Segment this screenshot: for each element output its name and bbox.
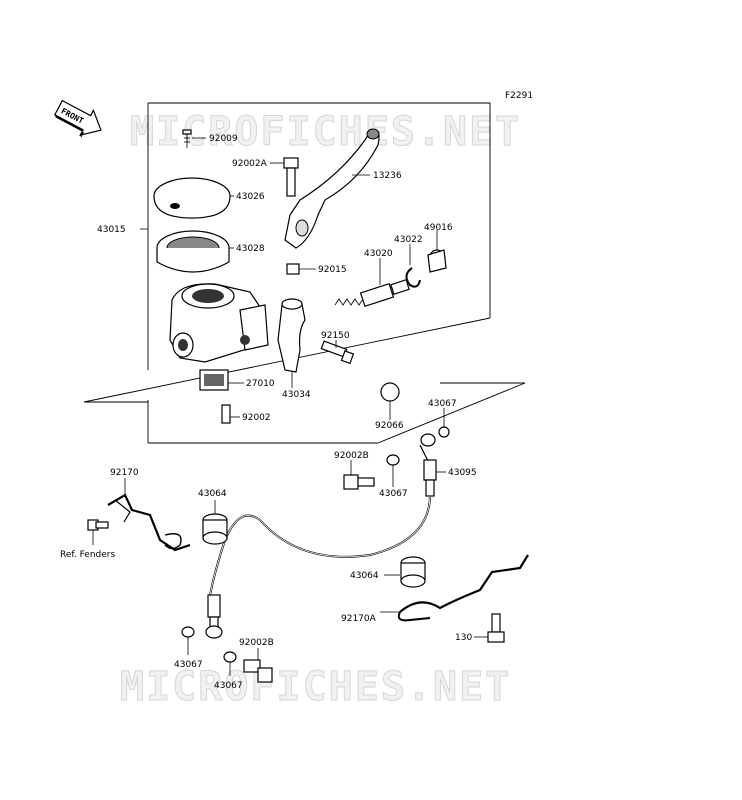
label-43064-upper: 43064	[198, 489, 227, 499]
washer-43067-upper	[438, 408, 450, 438]
label-27010: 27010	[246, 379, 275, 389]
piston-set-43020	[334, 258, 410, 308]
label-92002A: 92002A	[232, 159, 268, 169]
label-92002B-lower: 92002B	[239, 638, 274, 648]
clamp-92170A	[380, 554, 529, 622]
assembly-box	[83, 102, 526, 444]
label-ref-fenders: Ref. Fenders	[60, 550, 115, 560]
label-43064-lower: 43064	[350, 571, 379, 581]
label-92170: 92170	[110, 468, 139, 478]
boot-49016	[427, 230, 447, 273]
label-43067-lower: 43067	[214, 681, 243, 691]
label-92066: 92066	[375, 421, 404, 431]
washer-43067-lower	[223, 651, 237, 676]
label-130: 130	[455, 633, 472, 643]
front-arrow-icon: FRONT	[54, 99, 102, 138]
master-cylinder-body	[169, 283, 269, 363]
washer-43067-mid	[386, 454, 400, 487]
label-43095: 43095	[448, 468, 477, 478]
cap-92066	[380, 382, 400, 420]
watermark-bottom: MICROFICHES.NET	[120, 664, 511, 710]
bolt-92002B-upper	[343, 460, 375, 490]
label-43028: 43028	[236, 244, 265, 254]
label-43026: 43026	[236, 192, 265, 202]
bolt-92002A	[270, 157, 299, 197]
screw-92002	[221, 404, 240, 424]
label-92015: 92015	[318, 265, 347, 275]
circlip-43022	[405, 244, 421, 288]
label-92150: 92150	[321, 331, 350, 341]
grommet-43064-lower	[384, 556, 426, 588]
label-49016: 49016	[424, 223, 453, 233]
switch-27010	[199, 369, 244, 391]
label-43020: 43020	[364, 249, 393, 259]
reservoir-cap-43026	[153, 177, 234, 219]
brake-lever-13236	[284, 128, 380, 249]
grommet-43064-upper	[202, 500, 228, 545]
bracket-92170	[107, 478, 191, 552]
washer-43067-lower-left	[181, 626, 195, 655]
figure-code: F2291	[505, 91, 533, 101]
screw-fenders	[87, 519, 109, 545]
screw-92009	[182, 129, 206, 148]
watermark-top: MICROFICHES.NET	[130, 109, 521, 155]
nut-92015	[286, 263, 316, 275]
bolt-92150	[320, 340, 355, 365]
label-92009: 92009	[209, 134, 238, 144]
label-43067-lower-left: 43067	[174, 660, 203, 670]
clamp-43034	[277, 298, 306, 388]
label-92002B-upper: 92002B	[334, 451, 369, 461]
label-13236: 13236	[373, 171, 402, 181]
label-43067-mid: 43067	[379, 489, 408, 499]
bolt-92002B-lower	[243, 648, 273, 683]
label-43015: 43015	[97, 225, 126, 235]
banjo-fitting-lower	[205, 594, 223, 639]
label-92002: 92002	[242, 413, 271, 423]
diaphragm-43028	[156, 230, 234, 273]
label-92170A: 92170A	[341, 614, 377, 624]
bolt-130	[474, 613, 505, 643]
label-43067-upper: 43067	[428, 399, 457, 409]
hose-fitting-43095	[419, 433, 446, 497]
label-43022: 43022	[394, 235, 423, 245]
label-43034: 43034	[282, 390, 311, 400]
